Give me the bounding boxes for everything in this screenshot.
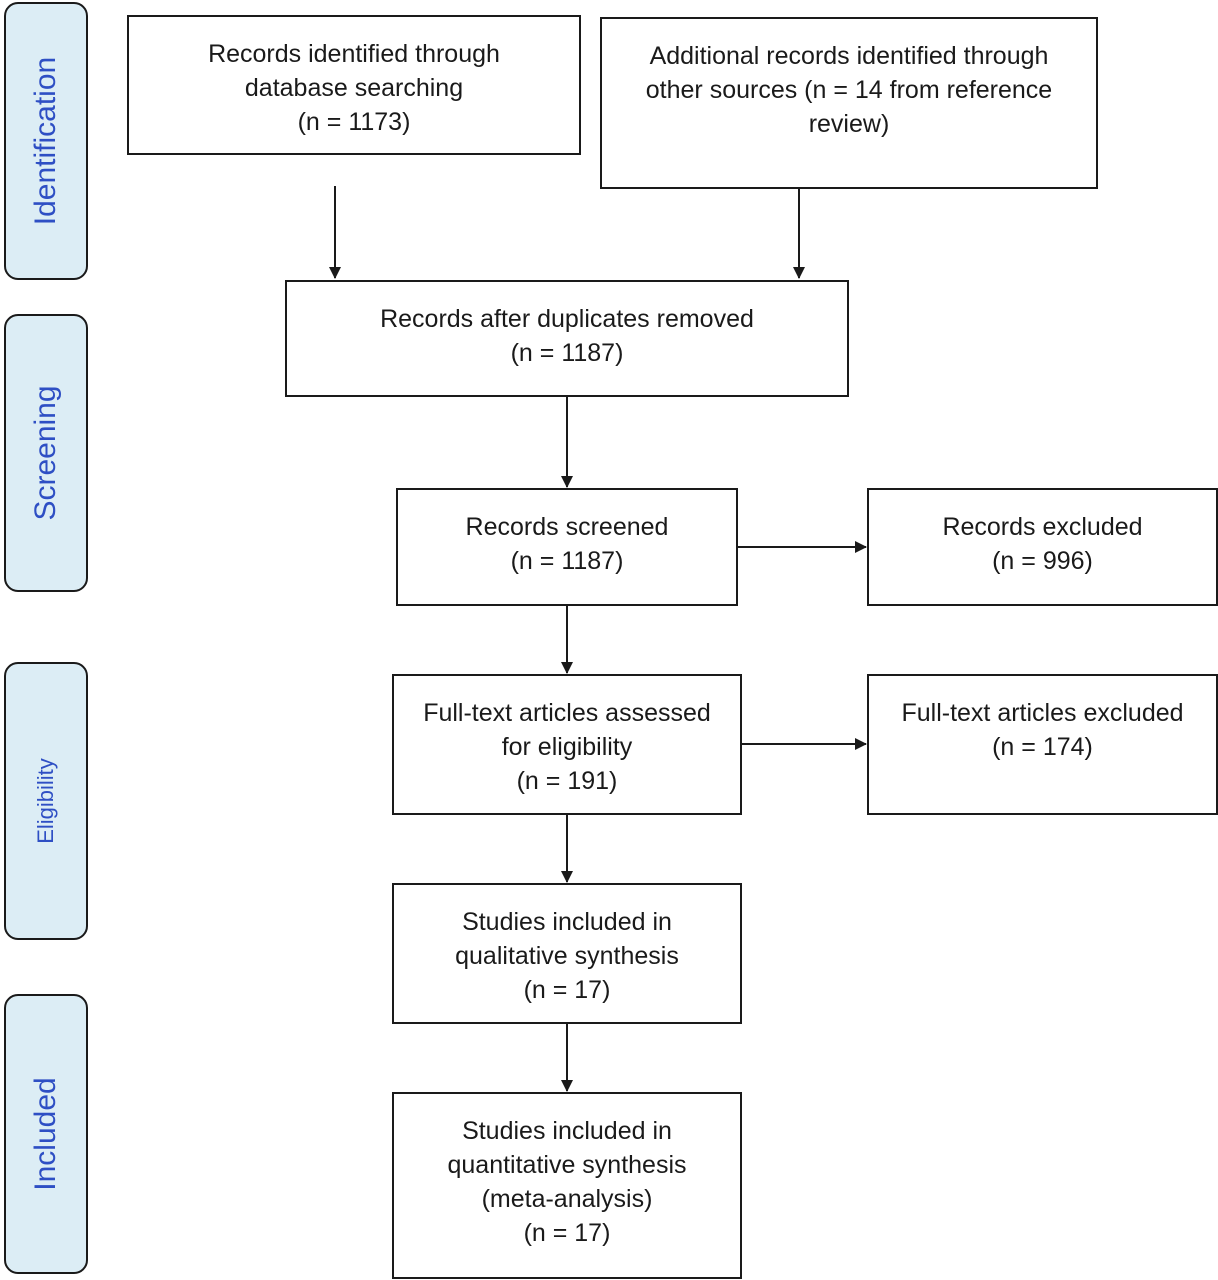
quantitative-line3: (meta-analysis)	[481, 1185, 653, 1213]
duplicates-removed-count: (n = 1187)	[510, 339, 624, 367]
qualitative-line2: qualitative synthesis	[455, 942, 679, 970]
stage-label-eligibility: Eligibility	[33, 758, 58, 844]
other-sources-line2: other sources (n = 14 from reference	[645, 76, 1053, 104]
stage-identification: Identification	[4, 2, 88, 280]
records-screened-line1: Records screened	[465, 513, 669, 541]
database-search-count: (n = 1173)	[297, 108, 411, 136]
database-search-line1: Records identified through	[208, 40, 500, 68]
fulltext-assessed-count: (n = 191)	[516, 767, 618, 795]
box-duplicates-removed: Records after duplicates removed (n = 11…	[285, 280, 849, 397]
duplicates-removed-line1: Records after duplicates removed	[380, 305, 754, 333]
stage-included: Included	[4, 994, 88, 1274]
quantitative-line2: quantitative synthesis	[447, 1151, 687, 1179]
stage-screening: Screening	[4, 314, 88, 592]
box-other-sources: Additional records identified through ot…	[600, 17, 1098, 189]
quantitative-count: (n = 17)	[523, 1219, 611, 1247]
box-fulltext-assessed: Full-text articles assessed for eligibil…	[392, 674, 742, 815]
box-records-screened: Records screened (n = 1187)	[396, 488, 738, 606]
fulltext-excluded-count: (n = 174)	[992, 733, 1093, 761]
stage-label-identification: Identification	[29, 56, 62, 226]
records-excluded-count: (n = 996)	[992, 547, 1093, 575]
qualitative-count: (n = 17)	[523, 976, 611, 1004]
box-records-excluded: Records excluded (n = 996)	[867, 488, 1218, 606]
fulltext-assessed-line1: Full-text articles assessed	[423, 699, 711, 727]
other-sources-line1: Additional records identified through	[649, 42, 1049, 70]
fulltext-assessed-line2: for eligibility	[501, 733, 633, 761]
stage-label-included: Included	[29, 1077, 62, 1191]
records-screened-count: (n = 1187)	[510, 547, 624, 575]
stage-eligibility: Eligibility	[4, 662, 88, 940]
database-search-line2: database searching	[244, 74, 464, 102]
box-fulltext-excluded: Full-text articles excluded (n = 174)	[867, 674, 1218, 815]
box-qualitative-synthesis: Studies included in qualitative synthesi…	[392, 883, 742, 1024]
qualitative-line1: Studies included in	[462, 908, 672, 936]
quantitative-line1: Studies included in	[462, 1117, 672, 1145]
records-excluded-line1: Records excluded	[942, 513, 1143, 541]
fulltext-excluded-line1: Full-text articles excluded	[901, 699, 1184, 727]
box-quantitative-synthesis: Studies included in quantitative synthes…	[392, 1092, 742, 1279]
stage-label-screening: Screening	[29, 385, 62, 521]
box-database-search: Records identified through database sear…	[127, 15, 581, 155]
other-sources-line3: review)	[808, 110, 890, 138]
